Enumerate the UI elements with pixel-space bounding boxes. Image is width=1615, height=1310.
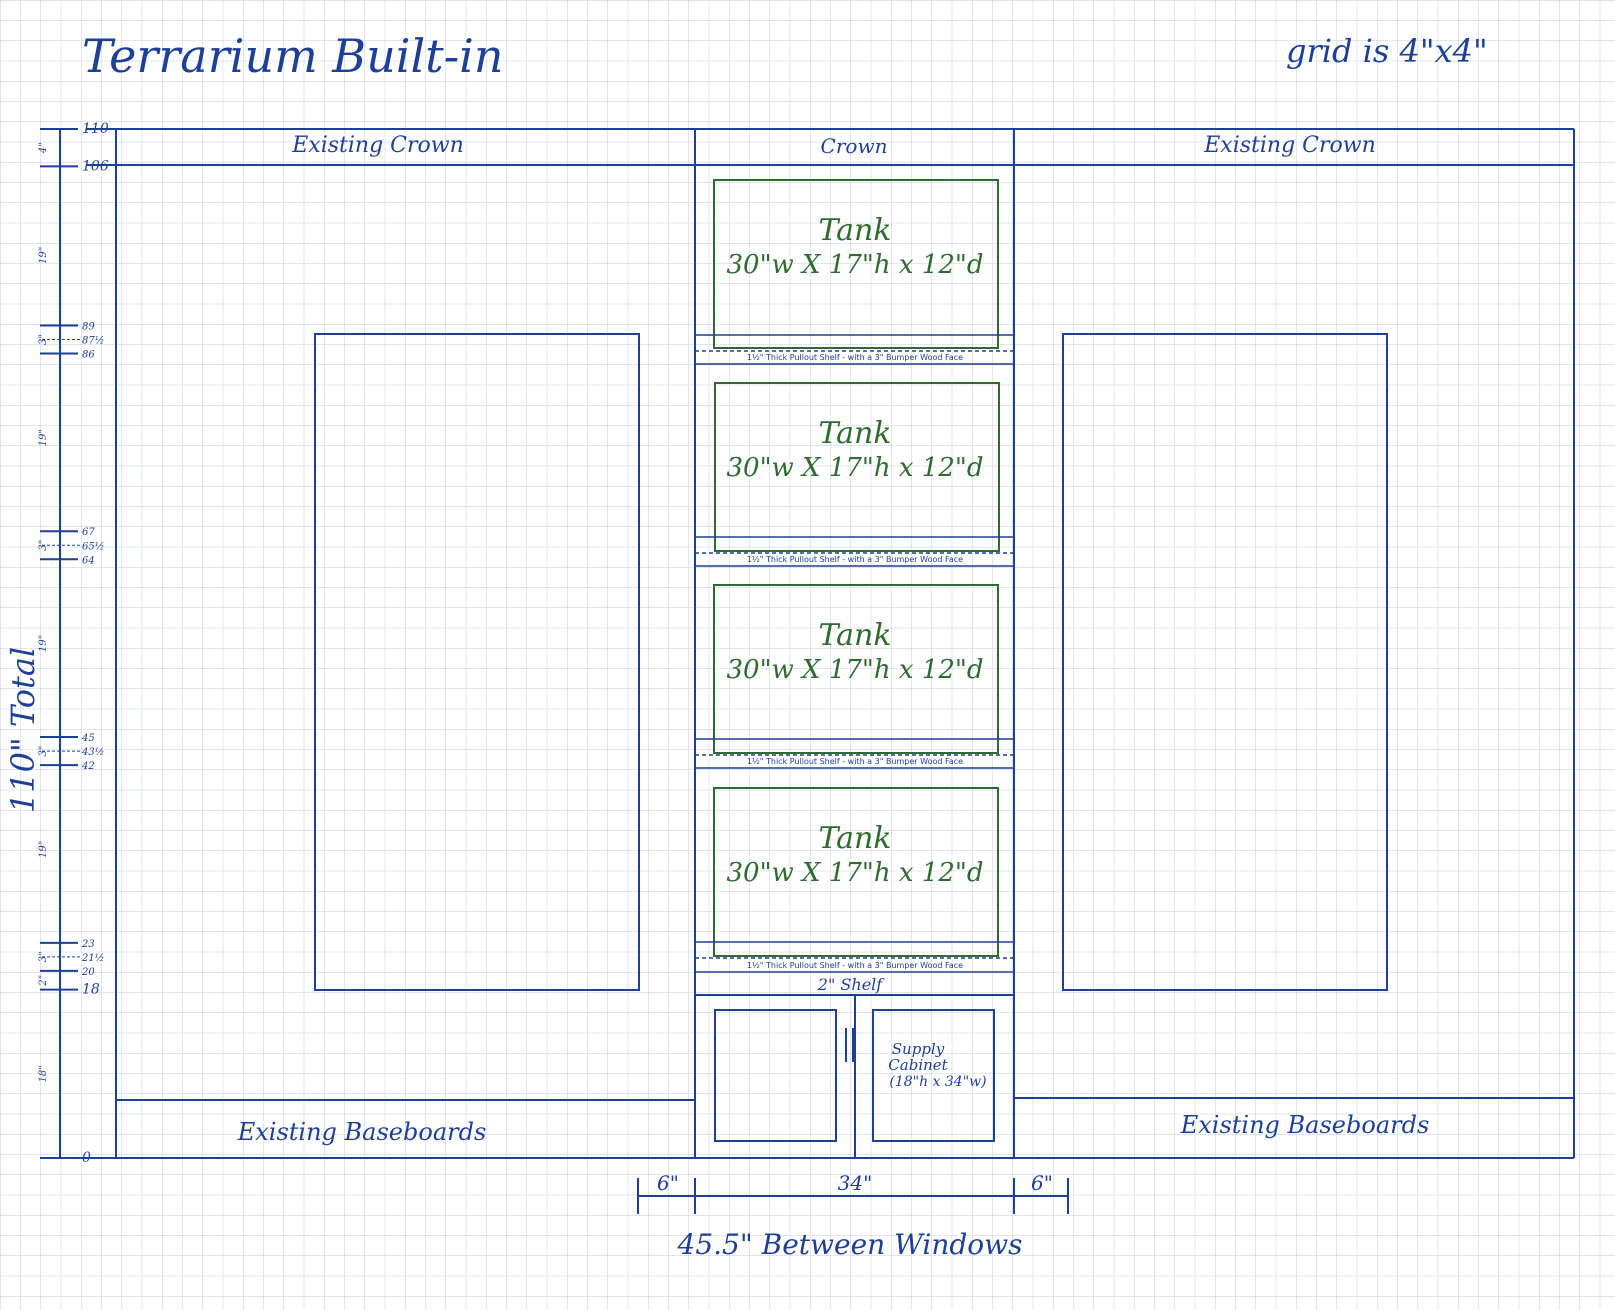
left-baseboards-label: Existing Baseboards: [237, 1118, 487, 1146]
left-crown-label: Existing Crown: [291, 133, 464, 158]
cabinet-label-line2: Cabinet: [888, 1056, 948, 1074]
right-crown-label: Existing Crown: [1203, 133, 1376, 158]
shelf-note-2: 1½" Thick Pullout Shelf - with a 3" Bump…: [747, 555, 963, 564]
tank-bay-3: Tank 30"w X 17"h x 12"d 1½" Thick Pullou…: [695, 584, 1014, 769]
scale-segment-label: 3": [38, 746, 49, 757]
scale-tick-label: 45: [81, 733, 95, 744]
scale-tick-label: 18: [82, 982, 100, 998]
tank-3-outline: [713, 584, 999, 754]
scale-segment-label: 19": [38, 841, 49, 858]
scale-tick-label: 20: [81, 967, 95, 978]
tank-2-outline: [714, 382, 1000, 552]
tank-4-dims: 30"w X 17"h x 12"d: [726, 858, 983, 888]
cabinet-label-line1: Supply: [892, 1040, 945, 1058]
bottom-shelf-label: 2" Shelf: [817, 975, 885, 994]
scale-tick-label: 0: [82, 1150, 91, 1166]
dim-left-offset: 6": [657, 1171, 679, 1195]
scale-tick-label: 21½: [81, 953, 104, 964]
bottom-dimensions: [637, 1178, 1069, 1214]
scale-segment-label: 18": [38, 1065, 49, 1082]
tank-2-label: Tank: [818, 416, 891, 451]
right-window: [1062, 333, 1388, 991]
scale-tick-label: 87½: [82, 335, 104, 346]
tank-4-outline: [713, 787, 999, 957]
tank-1-dims: 30"w X 17"h x 12"d: [726, 250, 983, 280]
cabinet-door-right: [872, 1009, 995, 1142]
scale-segment-label: 19": [38, 429, 49, 446]
shelf-note-1: 1½" Thick Pullout Shelf - with a 3" Bump…: [747, 353, 963, 362]
shelf-note-3: 1½" Thick Pullout Shelf - with a 3" Bump…: [747, 757, 963, 766]
dim-cabinet-width: 34": [838, 1171, 873, 1195]
tank-2-dims: 30"w X 17"h x 12"d: [726, 453, 983, 483]
tank-3-dims: 30"w X 17"h x 12"d: [726, 655, 983, 685]
wall-structure: [40, 128, 1575, 1159]
scale-segment-label: 19": [38, 247, 49, 264]
total-height-label: 110" Total: [4, 647, 42, 813]
tank-bay-1: Tank 30"w X 17"h x 12"d 1½" Thick Pullou…: [695, 179, 1014, 365]
scale-tick-label: 42: [81, 761, 95, 772]
scale-segment-label: 4": [38, 142, 49, 154]
scale-segment-label: 19": [38, 635, 49, 652]
scale-tick-label: 43½: [81, 747, 104, 758]
tank-3-label: Tank: [818, 618, 891, 653]
scale-tick-label: 67: [82, 527, 95, 538]
scale-tick-label: 106: [82, 158, 109, 174]
scale-tick-label: 110: [82, 121, 109, 137]
tank-1-outline: [713, 179, 999, 349]
tank-bay-4: Tank 30"w X 17"h x 12"d 1½" Thick Pullou…: [695, 787, 1014, 973]
tank-4-label: Tank: [818, 821, 891, 856]
tank-1-label: Tank: [818, 213, 891, 248]
between-windows-label: 45.5" Between Windows: [677, 1228, 1023, 1261]
tank-bay-2: Tank 30"w X 17"h x 12"d 1½" Thick Pullou…: [695, 382, 1014, 567]
center-crown-label: Crown: [821, 134, 888, 158]
page-title: Terrarium Built-in: [82, 29, 504, 83]
scale-segment-label: 3": [38, 540, 49, 551]
grid-note: grid is 4"x4": [1286, 32, 1488, 70]
scale-segment-label: 2": [38, 975, 49, 987]
shelf-note-4: 1½" Thick Pullout Shelf - with a 3" Bump…: [747, 961, 963, 970]
scale-tick-label: 86: [82, 350, 95, 361]
dim-right-offset: 6": [1031, 1171, 1053, 1195]
left-window: [314, 333, 640, 991]
scale-segment-label: 3": [38, 334, 49, 345]
cabinet-door-left: [714, 1009, 837, 1142]
height-scale: 110 106 89 87½ 86 67 65½ 64 45 43½ 42 23 21½ 20 18 0 4"…: [4, 121, 109, 1166]
scale-tick-label: 64: [82, 555, 95, 566]
scale-tick-label: 89: [82, 321, 95, 332]
scale-tick-label: 23: [81, 939, 95, 950]
scale-tick-label: 65½: [82, 541, 104, 552]
right-baseboards-label: Existing Baseboards: [1180, 1111, 1430, 1139]
scale-segment-label: 3": [38, 951, 49, 962]
supply-cabinet: 2" Shelf Supply Cabinet (18"h x 34"w): [695, 975, 1014, 1158]
cabinet-label-line3: (18"h x 34"w): [889, 1074, 986, 1090]
